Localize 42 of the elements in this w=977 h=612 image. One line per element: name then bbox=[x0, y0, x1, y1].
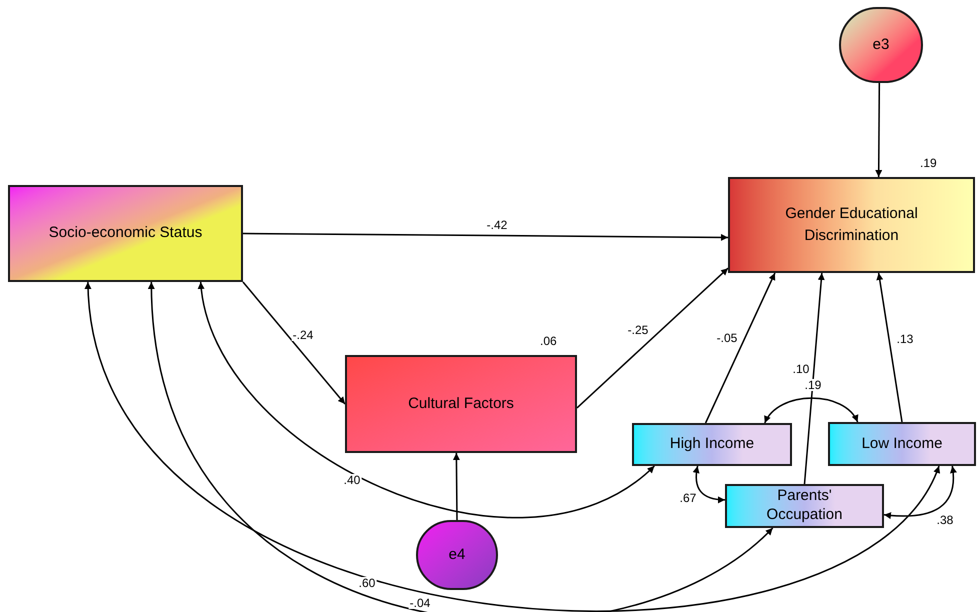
node-label: Gender Educational Discrimination bbox=[784, 204, 919, 246]
node-label: Parents' Occupation bbox=[766, 487, 844, 525]
edge-label: -.04 bbox=[408, 597, 432, 609]
double-headed-arrow bbox=[148, 282, 774, 612]
variable-box bbox=[725, 484, 884, 528]
double-headed-arrow bbox=[692, 466, 726, 504]
edge-label: -.42 bbox=[486, 219, 508, 231]
double-headed-arrow bbox=[884, 466, 957, 519]
edge-label: .40 bbox=[342, 474, 362, 486]
node-label: Low Income bbox=[862, 434, 942, 454]
node-label: Socio-economic Status bbox=[48, 223, 202, 244]
edge-label: .60 bbox=[358, 577, 376, 589]
arrow bbox=[576, 268, 728, 408]
edge-label: -.25 bbox=[626, 324, 650, 336]
arrow bbox=[242, 282, 346, 404]
arrow bbox=[875, 83, 882, 177]
edge-label: .19 bbox=[804, 379, 822, 391]
variable-box bbox=[828, 422, 976, 466]
arrow bbox=[876, 272, 903, 422]
edge-label: .10 bbox=[792, 363, 810, 375]
r-squared-value: .19 bbox=[920, 157, 937, 169]
edge-label: -.24 bbox=[292, 329, 314, 341]
node-label: High Income bbox=[670, 434, 754, 454]
double-headed-arrow bbox=[198, 282, 655, 518]
arrow bbox=[243, 232, 728, 241]
edge-label: .67 bbox=[678, 492, 698, 504]
node-label: Cultural Factors bbox=[408, 394, 514, 414]
arrow bbox=[704, 272, 776, 424]
r-squared-value: .06 bbox=[540, 335, 557, 347]
variable-box bbox=[632, 423, 792, 466]
arrow bbox=[452, 453, 460, 520]
variable-box bbox=[8, 185, 243, 282]
node-label: e4 bbox=[448, 544, 466, 565]
edge-label: .13 bbox=[896, 333, 914, 345]
variable-box bbox=[728, 177, 975, 273]
node-label: e3 bbox=[872, 34, 890, 55]
double-headed-arrow bbox=[86, 282, 940, 612]
double-headed-arrow bbox=[764, 397, 858, 424]
edge-label: .38 bbox=[936, 514, 954, 526]
variable-box bbox=[345, 355, 577, 453]
arrow bbox=[804, 272, 825, 484]
edge-label: -.05 bbox=[716, 332, 738, 344]
